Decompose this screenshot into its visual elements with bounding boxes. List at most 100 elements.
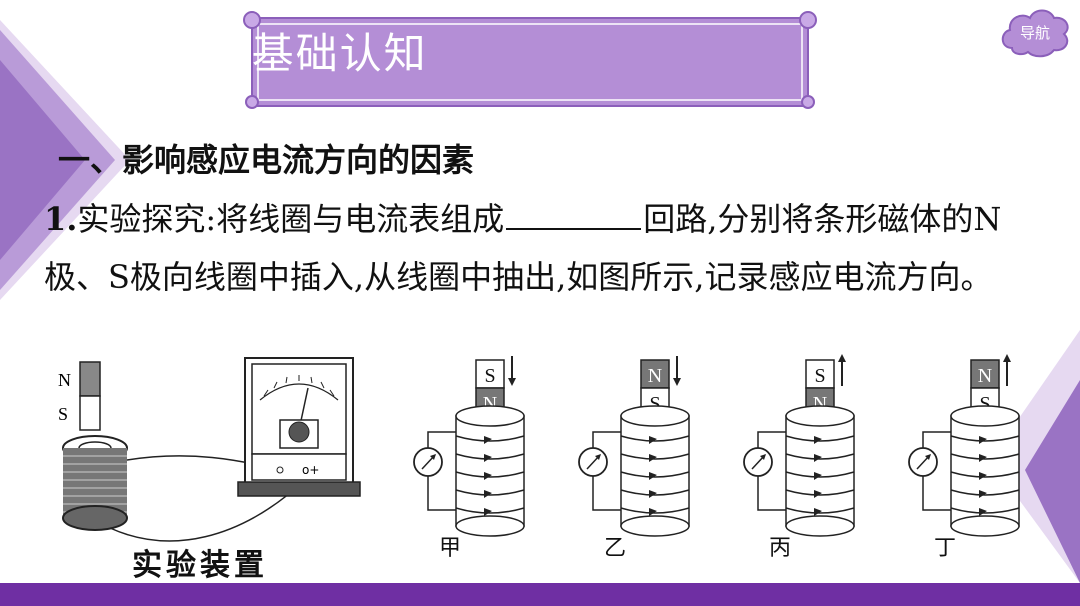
coil-bottom xyxy=(455,515,525,537)
circuit-wire xyxy=(427,476,456,511)
coil-winding xyxy=(455,507,525,514)
coil-winding xyxy=(950,507,1020,514)
coil-body xyxy=(950,415,1020,527)
coil-panel: NS 丁 xyxy=(908,354,1020,561)
winding-arrow xyxy=(814,508,822,516)
needle-head xyxy=(430,454,436,460)
coil-panel: SN丙 xyxy=(743,354,855,561)
winding-arrow xyxy=(484,436,492,444)
needle-head xyxy=(760,454,766,460)
winding-arrow xyxy=(814,472,822,480)
coil-winding xyxy=(620,489,690,496)
left-decoration xyxy=(0,20,130,300)
magnet-top-pole: N xyxy=(648,365,662,387)
winding-arrow xyxy=(979,508,987,516)
coil-winding xyxy=(950,435,1020,442)
magnet-top-pole: S xyxy=(484,365,495,387)
coil-body xyxy=(620,415,690,527)
circuit-wire xyxy=(922,431,951,448)
magnet-bottom-pole: S xyxy=(979,393,990,415)
panel-label: 丁 xyxy=(934,536,956,561)
coil-panel: NS乙 xyxy=(578,356,690,561)
circuit-wire xyxy=(592,431,621,448)
coil-panel: SN甲 xyxy=(413,356,525,561)
coil-winding xyxy=(620,453,690,460)
winding-arrow xyxy=(979,436,987,444)
coil-winding xyxy=(785,489,855,496)
coil-bottom xyxy=(620,515,690,537)
coil-bottom xyxy=(950,515,1020,537)
coil-winding xyxy=(785,453,855,460)
motion-arrow-head xyxy=(508,378,516,386)
winding-arrow xyxy=(979,490,987,498)
coil-winding xyxy=(455,471,525,478)
bottom-bar xyxy=(0,583,1080,606)
winding-arrow xyxy=(649,472,657,480)
coil-winding xyxy=(620,435,690,442)
circuit-wire xyxy=(592,476,621,511)
coil-winding xyxy=(950,471,1020,478)
nav-button[interactable]: 导航 xyxy=(1019,23,1050,42)
motion-arrow-head xyxy=(1003,354,1011,362)
magnet-top-pole: S xyxy=(814,365,825,387)
magnet-top-block xyxy=(640,359,670,389)
coil-body xyxy=(785,415,855,527)
magnet-top-block xyxy=(970,359,1000,389)
answer-blank[interactable] xyxy=(506,198,642,230)
winding-arrow xyxy=(649,508,657,516)
coil-winding xyxy=(950,453,1020,460)
coil-top xyxy=(620,405,690,427)
winding-arrow xyxy=(649,454,657,462)
coil-bottom xyxy=(785,515,855,537)
nav-cloud-icon[interactable] xyxy=(998,4,1072,60)
galvanometer: o+ xyxy=(237,357,361,497)
paragraph-text-start: 实验探究:将线圈与电流表组成 xyxy=(77,200,505,238)
paragraph-text-end: 回路,分别将条形磁体的N极、S极向线圈中插入,从线圈中抽出,如图所示,记录感应电… xyxy=(44,200,1002,296)
title-banner xyxy=(243,11,817,109)
coil-top xyxy=(785,405,855,427)
coil-winding xyxy=(785,471,855,478)
winding-arrow xyxy=(979,454,987,462)
circuit-wire xyxy=(757,476,786,511)
motion-arrow-head xyxy=(673,378,681,386)
bar-magnet: N S xyxy=(58,361,101,431)
coil-winding xyxy=(950,489,1020,496)
circuit-wire xyxy=(922,476,951,511)
winding-arrow xyxy=(979,472,987,480)
winding-arrow xyxy=(484,472,492,480)
coil-top xyxy=(950,405,1020,427)
item-number: 1. xyxy=(44,200,78,238)
winding-arrow xyxy=(484,454,492,462)
winding-arrow xyxy=(484,508,492,516)
coil-winding xyxy=(620,471,690,478)
coil-winding xyxy=(785,435,855,442)
winding-arrow xyxy=(814,454,822,462)
needle-head xyxy=(925,454,931,460)
magnet-top-pole: N xyxy=(978,365,992,387)
motion-arrow-head xyxy=(838,354,846,362)
coil-winding xyxy=(620,507,690,514)
circuit-wire xyxy=(757,431,786,448)
magnet-bottom-pole: S xyxy=(649,393,660,415)
circuit-wire xyxy=(427,431,456,448)
needle-head xyxy=(595,454,601,460)
coil-winding xyxy=(455,453,525,460)
coil-top xyxy=(455,405,525,427)
winding-arrow xyxy=(649,436,657,444)
coil-winding xyxy=(455,489,525,496)
panel-label: 甲 xyxy=(439,536,461,561)
magnet-label-n: N xyxy=(58,370,71,390)
meter-terminal-label: o+ xyxy=(302,463,319,477)
winding-arrow xyxy=(814,490,822,498)
magnet-top-block xyxy=(805,359,835,389)
experiment-paragraph: 1.实验探究:将线圈与电流表组成回路,分别将条形磁体的N极、S极向线圈中插入,从… xyxy=(44,190,1044,306)
coil-body xyxy=(455,415,525,527)
magnet-top-block xyxy=(475,359,505,389)
winding-arrow xyxy=(649,490,657,498)
magnet-label-s: S xyxy=(58,404,68,424)
coil-winding xyxy=(455,435,525,442)
winding-arrow xyxy=(814,436,822,444)
winding-arrow xyxy=(484,490,492,498)
banner-title: 课前·基础认知 xyxy=(148,28,428,78)
